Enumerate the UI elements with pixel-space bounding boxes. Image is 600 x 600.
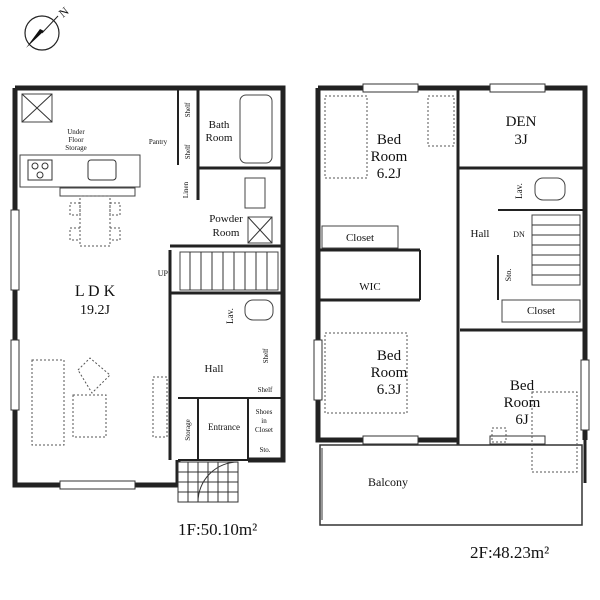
floor2-bed-mid-line3: 6.3J bbox=[377, 382, 402, 398]
floor1-pantry-label: Pantry bbox=[149, 138, 168, 146]
floor2-den-line2: 3J bbox=[514, 132, 528, 148]
floor1-area-label: 1F:50.10m² bbox=[178, 520, 257, 539]
compass: N bbox=[24, 4, 72, 51]
floor1-powder-line2: Room bbox=[213, 227, 240, 239]
floor1-entrance-label: Entrance bbox=[208, 422, 240, 432]
porch-tiles bbox=[177, 461, 239, 503]
compass-north-label: N bbox=[56, 4, 72, 21]
floor1-shoes-line2: in bbox=[261, 417, 267, 425]
floor2-wic-label: WIC bbox=[359, 281, 380, 293]
floor2-bed-top-line3: 6.2J bbox=[377, 166, 402, 182]
floor2-bed-mid-line1: Bed bbox=[377, 348, 402, 364]
floor1-plan: Under Floor Storage Pantry L D K 19.2J B… bbox=[10, 85, 286, 539]
floor2-bed-right-line3: 6J bbox=[515, 412, 529, 428]
floor2-plan: Bed Room 6.2J DEN 3J Lav. Closet Hall DN… bbox=[313, 83, 590, 562]
floor1-lav-label: Lav. bbox=[225, 308, 235, 324]
floor1-shelf-label-3: Shelf bbox=[262, 348, 270, 363]
compass-needle bbox=[26, 29, 44, 48]
floor1-under-floor-line2: Floor bbox=[68, 136, 84, 144]
floor2-bed-right-line2: Room bbox=[504, 395, 541, 411]
floor2-closet-label-1: Closet bbox=[346, 232, 374, 244]
floor2-bed-top-line2: Room bbox=[371, 149, 408, 165]
floor2-bed-top-line1: Bed bbox=[377, 132, 402, 148]
floor2-closet-label-2: Closet bbox=[527, 305, 555, 317]
floor2-hall-label: Hall bbox=[471, 228, 490, 240]
floor1-ldk-name: L D K bbox=[75, 283, 116, 300]
floor1-shoes-line1: Shoes bbox=[256, 408, 273, 416]
floor1-linen-label: Linen bbox=[182, 181, 190, 198]
floor2-dn-label: DN bbox=[513, 230, 525, 239]
floor2-lav-label: Lav. bbox=[514, 183, 524, 199]
floor2-bed-mid-line2: Room bbox=[371, 365, 408, 381]
floor2-den-line1: DEN bbox=[506, 114, 537, 130]
floor2-bed-right-line1: Bed bbox=[510, 378, 535, 394]
floor1-bath-line2: Room bbox=[206, 132, 233, 144]
floor1-ldk-size: 19.2J bbox=[80, 303, 111, 318]
floor2-balcony-label: Balcony bbox=[368, 475, 408, 489]
floor1-up-label: UP bbox=[158, 269, 169, 278]
floor1-shelf-label-1: Shelf bbox=[184, 102, 192, 117]
floor1-shelf-label-4: Shelf bbox=[258, 386, 273, 394]
floor1-hall-label: Hall bbox=[205, 363, 224, 375]
floor2-sto-label: Sto. bbox=[504, 269, 513, 282]
floor1-under-floor-line3: Storage bbox=[65, 144, 86, 152]
floor1-shoes-line3: Closet bbox=[255, 426, 273, 434]
floor2-area-label: 2F:48.23m² bbox=[470, 543, 549, 562]
floor1-shelf-label-2: Shelf bbox=[184, 144, 192, 159]
floor1-under-floor-line1: Under bbox=[67, 128, 85, 136]
floor1-powder-line1: Powder bbox=[209, 213, 243, 225]
floor1-storage-label: Storage bbox=[184, 419, 192, 440]
floor1-bath-line1: Bath bbox=[209, 119, 230, 131]
floor1-sto-label: Sto. bbox=[259, 446, 270, 454]
